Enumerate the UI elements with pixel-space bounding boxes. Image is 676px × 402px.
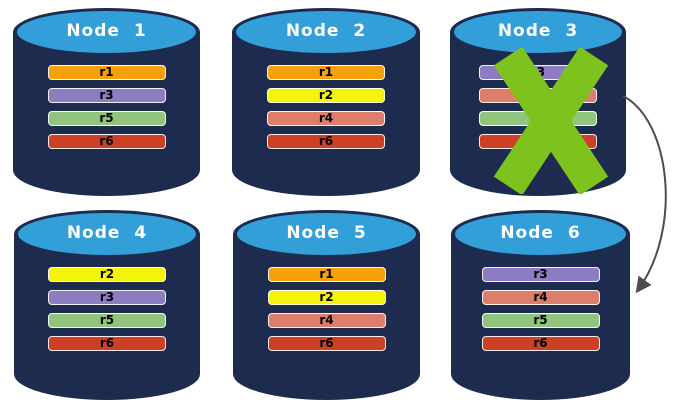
replica-list: r1 r2 r4 r6 — [233, 267, 420, 351]
replica-bar-r1: r1 — [267, 267, 386, 282]
replica-bar-r4: r4 — [267, 313, 386, 328]
replica-bar-r1: r1 — [47, 65, 166, 80]
db-node-6: Node 6 r3 r4 r5 r6 — [451, 210, 630, 400]
node-title: Node 1 — [66, 21, 147, 41]
cylinder-top — [455, 213, 626, 255]
node-title: Node 5 — [286, 223, 367, 243]
node-title: Node 4 — [66, 223, 148, 243]
db-node-5: Node 5 r1 r2 r4 r6 — [233, 210, 420, 400]
replica-bar-r6: r6 — [267, 134, 385, 149]
replica-bar-r2: r2 — [267, 290, 386, 305]
replica-bar-r5: r5 — [481, 313, 600, 328]
replica-bar-r2: r2 — [267, 88, 385, 103]
cylinder-top — [18, 213, 196, 255]
replica-list: r1 r3 r5 r6 — [13, 65, 200, 149]
db-node-2: Node 2 r1 r2 r4 r6 — [232, 8, 420, 196]
replica-bar-r4: r4 — [267, 111, 385, 126]
replica-bar-r2: r2 — [48, 267, 166, 282]
failure-x-icon — [493, 48, 609, 194]
replica-bar-r1: r1 — [267, 65, 385, 80]
replica-bar-r6: r6 — [48, 336, 166, 351]
cylinder-top — [454, 11, 622, 53]
node-title: Node 6 — [500, 223, 581, 243]
db-node-4: Node 4 r2 r3 r5 r6 — [14, 210, 200, 400]
db-node-1: Node 1 r1 r3 r5 r6 — [13, 8, 200, 196]
replica-bar-r3: r3 — [48, 290, 166, 305]
replica-bar-r6: r6 — [481, 336, 600, 351]
node-title: Node 3 — [497, 21, 579, 41]
replica-list: r1 r2 r4 r6 — [232, 65, 420, 149]
replica-bar-r4: r4 — [481, 290, 600, 305]
cylinder-top — [237, 213, 416, 255]
replica-list: r3 r4 r5 r6 — [451, 267, 630, 351]
replica-bar-r3: r3 — [47, 88, 166, 103]
cylinder-top — [236, 11, 416, 53]
replica-bar-r6: r6 — [47, 134, 166, 149]
cylinder-top — [17, 11, 196, 53]
replica-list: r2 r3 r5 r6 — [14, 267, 200, 351]
replica-bar-r5: r5 — [47, 111, 166, 126]
node-title: Node 2 — [285, 21, 367, 41]
replica-bar-r3: r3 — [481, 267, 600, 282]
replica-bar-r6: r6 — [267, 336, 386, 351]
replica-bar-r5: r5 — [48, 313, 166, 328]
